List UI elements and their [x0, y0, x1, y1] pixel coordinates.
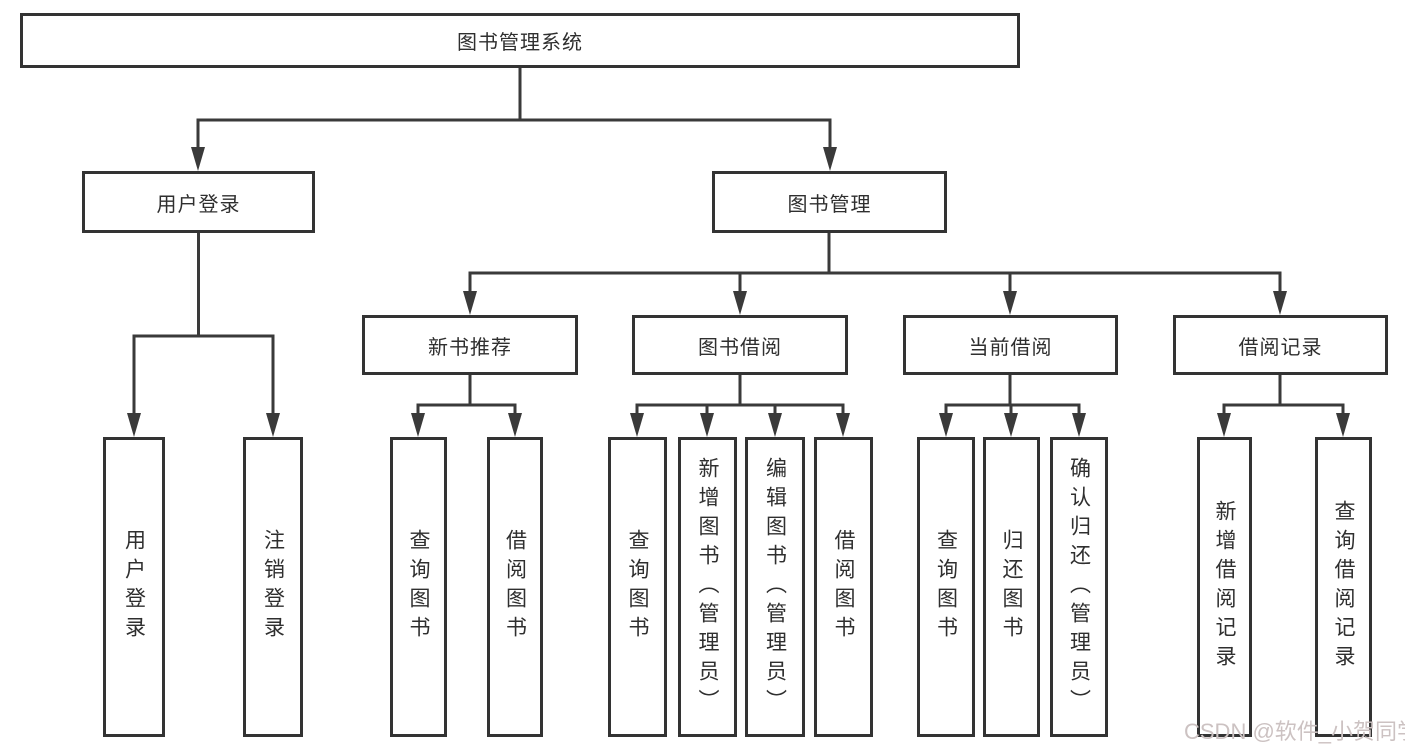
- leaf-edit-books-admin: 编辑图书（管理员）: [745, 437, 805, 737]
- leaf-logout: 注销登录: [243, 437, 303, 737]
- leaf-add-borrow-record: 新增借阅记录: [1197, 437, 1252, 737]
- leaf-recommend-query-books: 查询图书: [390, 437, 447, 737]
- leaf-borrow-books: 借阅图书: [814, 437, 873, 737]
- node-borrow-records: 借阅记录: [1173, 315, 1388, 375]
- node-user-login: 用户登录: [82, 171, 315, 233]
- leaf-add-books-admin: 新增图书（管理员）: [678, 437, 737, 737]
- csdn-watermark: CSDN @软件_小贺同学: [1184, 719, 1405, 744]
- leaf-borrow-query-books: 查询图书: [608, 437, 667, 737]
- leaf-user-login: 用户登录: [103, 437, 165, 737]
- leaf-query-borrow-record: 查询借阅记录: [1315, 437, 1372, 737]
- node-new-book-recommend: 新书推荐: [362, 315, 578, 375]
- node-book-management: 图书管理: [712, 171, 947, 233]
- leaf-return-books: 归还图书: [983, 437, 1040, 737]
- node-current-borrow: 当前借阅: [903, 315, 1118, 375]
- node-book-borrow: 图书借阅: [632, 315, 848, 375]
- node-library-management-system: 图书管理系统: [20, 13, 1020, 68]
- arrowheads: [127, 147, 1350, 437]
- leaf-confirm-return-admin: 确认归还（管理员）: [1050, 437, 1108, 737]
- leaf-recommend-borrow-books: 借阅图书: [487, 437, 543, 737]
- leaf-current-query-books: 查询图书: [917, 437, 975, 737]
- tree-branch-lines: [132, 66, 1345, 417]
